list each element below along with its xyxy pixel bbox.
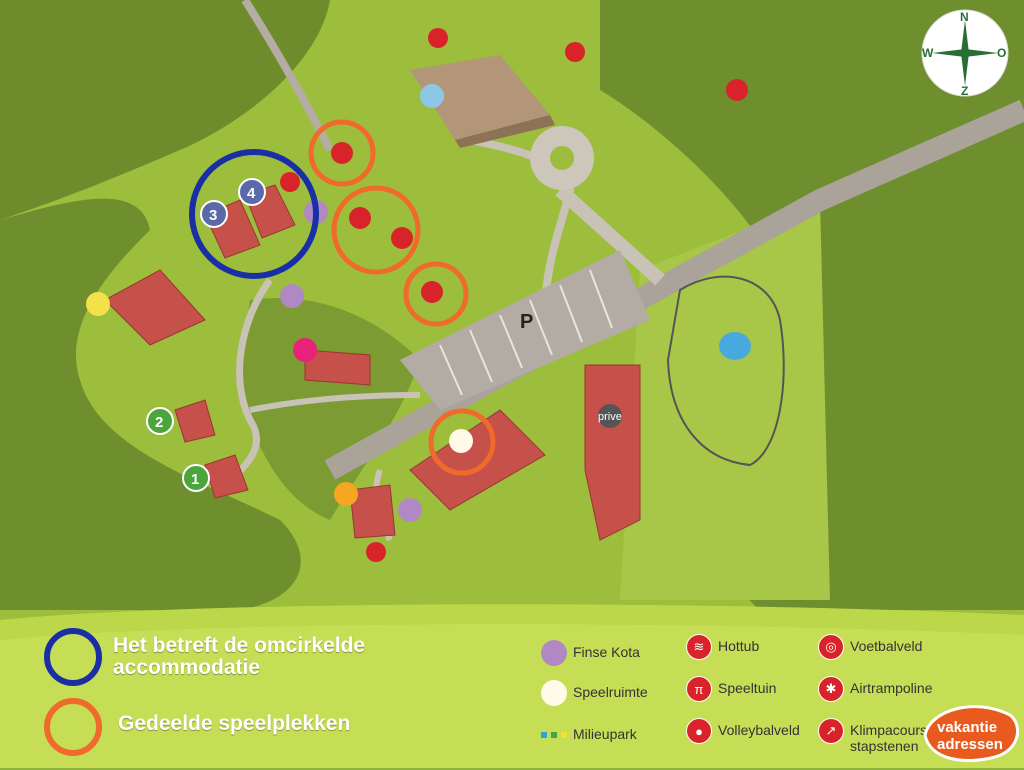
volleyball-icon: ● xyxy=(686,718,712,744)
swing-icon: π xyxy=(686,676,712,702)
accommodation-number-marker xyxy=(182,464,210,492)
accommodation-number: 2 xyxy=(155,414,163,431)
pond xyxy=(719,332,751,360)
accommodation-number-marker xyxy=(200,200,228,228)
compass-south: Z xyxy=(961,84,968,98)
accommodation-numbers: 1 2 3 4 xyxy=(146,178,266,492)
private-label: prive xyxy=(598,411,622,423)
climb-icon xyxy=(726,79,748,101)
hottub-icon xyxy=(280,172,300,192)
animal-enclosure xyxy=(666,275,785,467)
house-center xyxy=(304,349,371,386)
house-south-small xyxy=(349,484,396,539)
climb-icon: ↗ xyxy=(818,718,844,744)
main-hall-building xyxy=(410,55,550,140)
play-area-ring xyxy=(403,261,469,327)
compass: N Z W O xyxy=(920,8,1010,98)
legend-item-kota: Finse Kota xyxy=(541,640,640,666)
football-icon xyxy=(349,207,371,229)
legend-item-volleybal: ● Volleybalveld xyxy=(686,718,800,744)
volleyball-icon xyxy=(421,281,443,303)
parking-lot xyxy=(400,250,650,410)
accommodation-ring-icon xyxy=(44,628,102,686)
footpath-west xyxy=(217,277,273,493)
kota-marker xyxy=(280,284,304,308)
facility-badges xyxy=(280,28,748,562)
legend-item-milieupark: Milieupark xyxy=(541,722,637,748)
football-icon: ◎ xyxy=(818,634,844,660)
legend-item-speeltuin: π Speeltuin xyxy=(686,676,776,702)
legend-item-klimpacours: ↗ Klimpacours stapstenen xyxy=(818,718,927,754)
pool-marker xyxy=(420,84,444,108)
speelruimte-marker xyxy=(449,429,473,453)
kota-marker xyxy=(398,498,422,522)
legend-item-hottub: ≋ Hottub xyxy=(686,634,759,660)
play-area-ring xyxy=(308,119,376,187)
marker-orange xyxy=(334,482,358,506)
house-1 xyxy=(204,454,249,499)
kota-icon xyxy=(541,640,567,666)
milieupark-icon xyxy=(541,722,567,748)
hottub-icon xyxy=(428,28,448,48)
speelruimte-icon xyxy=(541,680,567,706)
footpath-center xyxy=(249,392,421,413)
accommodation-number: 4 xyxy=(247,185,256,202)
house-south-large xyxy=(409,409,546,511)
hottub-icon xyxy=(366,542,386,562)
house-west-large xyxy=(104,269,206,346)
roundabout-center xyxy=(550,146,574,170)
compass-north: N xyxy=(960,10,969,24)
play-area-ring xyxy=(331,185,421,275)
trampoline-icon xyxy=(391,227,413,249)
brand-line1: vakantie xyxy=(937,719,997,736)
marker-yellow xyxy=(86,292,110,316)
forest-area-northwest xyxy=(0,0,330,220)
trampoline-icon: ✱ xyxy=(818,676,844,702)
brand-logo[interactable]: vakantie adressen xyxy=(915,695,1024,765)
access-road xyxy=(555,184,665,286)
accommodation-number-marker xyxy=(238,178,266,206)
forest-area-west xyxy=(0,198,301,611)
accommodation-ring xyxy=(189,149,319,279)
meadow-area xyxy=(620,200,830,600)
play-area-ring-icon xyxy=(44,698,102,756)
forest-area-central xyxy=(240,298,420,520)
legend-item-speelruimte: Speelruimte xyxy=(541,680,648,706)
legend-accommodation-label: Het betreft de omcirkelde accommodatie xyxy=(113,634,366,679)
marker-pink xyxy=(293,338,317,362)
compass-west: W xyxy=(922,46,934,60)
legend-band-inner xyxy=(0,624,1024,768)
private-marker xyxy=(598,404,622,428)
accommodation-number-marker xyxy=(146,407,174,435)
play-area-ring xyxy=(428,408,496,476)
house-2 xyxy=(174,399,216,443)
accommodation-number: 1 xyxy=(191,471,199,488)
swing-icon xyxy=(331,142,353,164)
legend-item-trampoline: ✱ Airtrampoline xyxy=(818,676,932,702)
legend-shared-play-label: Gedeelde speelplekken xyxy=(118,712,351,735)
parking-stripes xyxy=(439,269,613,396)
parking-label: P xyxy=(520,311,533,333)
compass-east: O xyxy=(997,46,1006,60)
legend-item-voetbal: ◎ Voetbalveld xyxy=(818,634,922,660)
brand-shape xyxy=(923,705,1019,763)
hottub-icon: ≋ xyxy=(686,634,712,660)
swing-icon xyxy=(565,42,585,62)
brand-line2: adressen xyxy=(937,736,1003,753)
house-private xyxy=(584,364,641,541)
accommodation-number: 3 xyxy=(209,207,217,224)
